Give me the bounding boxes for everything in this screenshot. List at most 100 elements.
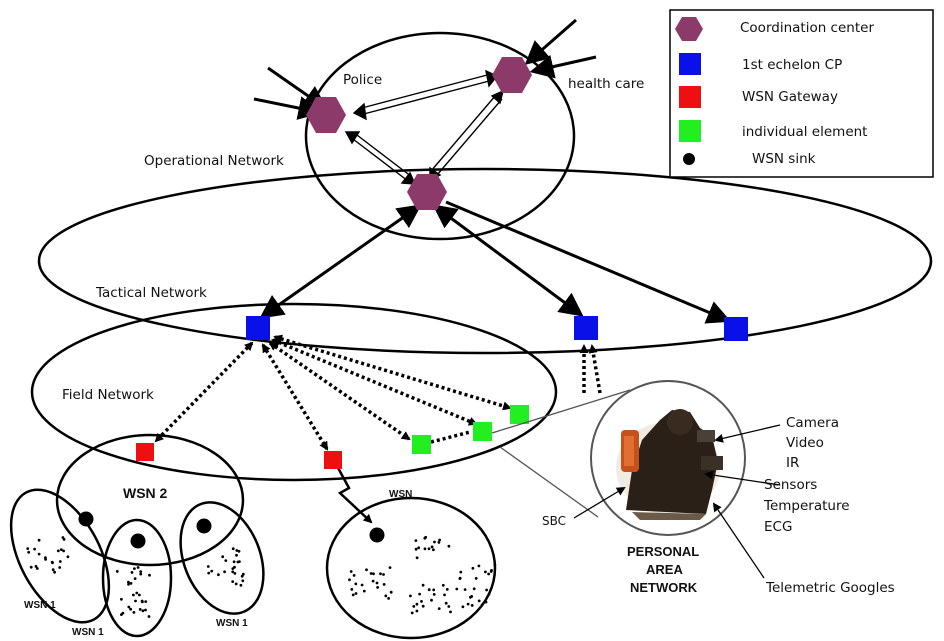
sensor-dot — [141, 609, 145, 613]
sbc-label: SBC — [542, 514, 566, 528]
sensor-dot — [423, 547, 427, 551]
sensor-dot — [432, 588, 436, 592]
sensor-dot — [441, 583, 445, 587]
coordination-center-police[interactable] — [306, 97, 346, 133]
sensor-dot — [26, 547, 30, 550]
sensor-dot — [447, 544, 451, 548]
sensor-dot — [414, 547, 418, 551]
telemetric-googles-label: Telemetric Googles — [765, 580, 895, 596]
sensor-dot — [487, 572, 490, 576]
sensor-dot — [126, 580, 130, 584]
incoming-arrow — [524, 18, 577, 65]
wsn-sink[interactable] — [78, 511, 94, 527]
echelon-cps — [246, 316, 748, 341]
sensor-dot — [221, 555, 225, 559]
legend-label: WSN sink — [752, 151, 816, 167]
sensor-dot — [384, 594, 388, 598]
sensor-dot — [387, 597, 390, 600]
sensor-dot — [237, 549, 241, 553]
wsn-ring — [325, 496, 497, 640]
sensor-dot — [62, 538, 66, 541]
individual-element[interactable] — [510, 405, 529, 424]
sensor-dot — [420, 600, 423, 603]
field-link — [588, 344, 602, 394]
legend: Coordination center 1st echelon CP WSN G… — [669, 9, 934, 178]
sensor-dot — [206, 565, 210, 568]
wsn-sink[interactable] — [196, 518, 212, 534]
wsn-gateway[interactable] — [324, 451, 342, 469]
sensor-dot — [375, 581, 379, 585]
tactical-link — [259, 204, 422, 319]
sensor-dot — [447, 605, 451, 608]
sensor-dot — [238, 560, 241, 563]
sensor-dot — [421, 604, 425, 608]
wsn2-label: WSN 2 — [123, 485, 168, 501]
individual-element[interactable] — [412, 435, 431, 454]
field-link — [273, 334, 512, 411]
sensor-dot — [58, 566, 62, 569]
sensor-dot — [127, 605, 131, 609]
sensor-dot — [349, 570, 353, 573]
sensor-dot — [369, 572, 373, 575]
legend-hexagon-icon — [675, 17, 703, 41]
sensor-dot — [477, 599, 481, 603]
coordination-center-main[interactable] — [407, 174, 447, 210]
wsn1-label: WSN 1 — [24, 600, 56, 611]
individual-element[interactable] — [473, 422, 492, 441]
sensor-dot — [233, 572, 237, 575]
sensor-dot — [34, 565, 38, 568]
sensor-dot — [51, 568, 55, 572]
police-label: Police — [343, 72, 382, 88]
sensor-dot — [66, 555, 70, 559]
individual-elements — [412, 405, 529, 454]
sensor-dot — [480, 603, 484, 607]
sensor-dot — [56, 549, 60, 553]
sensor-dot — [138, 608, 142, 611]
sensor-dot — [120, 597, 123, 601]
legend-label: WSN Gateway — [742, 89, 838, 105]
tactical-link — [432, 204, 584, 317]
sensor-dot — [477, 564, 481, 568]
sensor-dot — [484, 600, 488, 604]
wsn-sink[interactable] — [369, 527, 385, 543]
sensor-dot — [129, 582, 133, 585]
sensor-dot — [382, 583, 386, 586]
sensor-dot — [351, 593, 355, 597]
sensor-dot — [470, 595, 474, 598]
sensor-dot — [37, 552, 41, 556]
sensor-dot — [231, 567, 235, 570]
echelon-cp[interactable] — [574, 316, 598, 340]
sensor-dot — [354, 582, 358, 586]
coordination-center-health-care[interactable] — [492, 57, 532, 93]
sensor-dot — [144, 608, 147, 612]
echelon-cp[interactable] — [246, 316, 270, 340]
pan-title-line: AREA — [646, 562, 683, 577]
sensor-dot — [410, 611, 414, 615]
sensor-dot — [421, 583, 425, 587]
incoming-arrow — [529, 54, 597, 79]
wsn-sink[interactable] — [130, 533, 146, 549]
pan-title-line: PERSONAL — [627, 544, 699, 559]
sensor-dot — [376, 586, 379, 589]
sensor-dot — [382, 573, 385, 576]
sensor-dot — [371, 579, 375, 583]
police-center-link — [344, 131, 417, 185]
temperature-label: Temperature — [763, 498, 850, 514]
sensor-dot — [466, 602, 470, 606]
sensor-dot — [241, 579, 245, 583]
sensor-dot — [231, 570, 235, 574]
sensor-dot — [35, 567, 39, 570]
legend-echelon-cp-icon — [679, 53, 701, 75]
gateway-sink-link — [335, 465, 373, 524]
sensor-dot — [139, 572, 143, 576]
wsn-gateway[interactable] — [136, 443, 154, 461]
echelon-cp[interactable] — [724, 317, 748, 341]
sensor-dot — [427, 588, 431, 592]
sensor-dot — [147, 615, 151, 618]
wsn2-ring — [55, 433, 245, 567]
pan-ring — [590, 380, 746, 536]
sensor-dot — [121, 611, 125, 615]
sensor-dot — [489, 570, 493, 573]
sensor-dot — [471, 566, 475, 570]
sensor-dot — [235, 553, 238, 557]
